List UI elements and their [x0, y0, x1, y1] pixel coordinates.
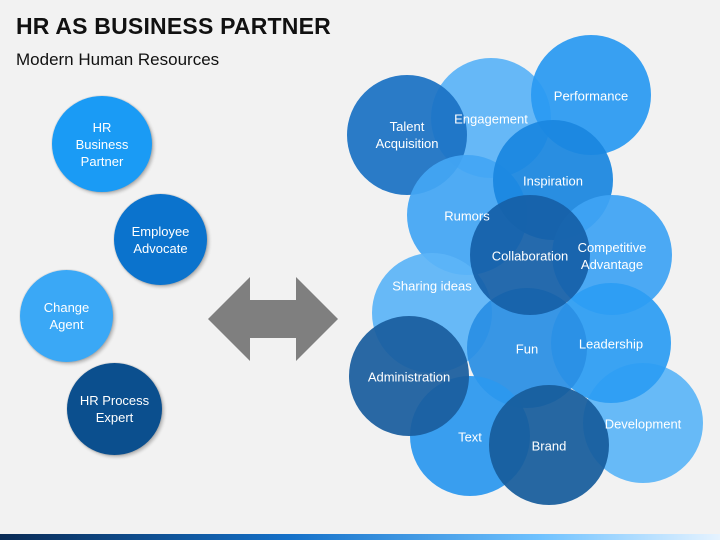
role-hr-business-partner: HR Business Partner: [52, 96, 152, 192]
bubble-label-text: Text: [458, 430, 482, 445]
bubble-label-sharing-ideas: Sharing ideas: [392, 279, 472, 294]
bubble-collaboration: [470, 195, 590, 315]
bubble-brand: [489, 385, 609, 505]
bubble-label-collaboration: Collaboration: [492, 249, 569, 264]
page-title: HR AS BUSINESS PARTNER: [16, 13, 331, 39]
role-change-agent: Change Agent: [20, 270, 113, 362]
bubble-label-development: Development: [605, 417, 682, 432]
bubble-label-fun: Fun: [516, 342, 538, 357]
bubble-label-rumors: Rumors: [444, 209, 490, 224]
bubble-label-engagement: Engagement: [454, 112, 528, 127]
footer-bar: [0, 534, 720, 540]
bubble-label-performance: Performance: [554, 89, 628, 104]
bubble-competitive-advantage: [552, 195, 672, 315]
bubble-label-inspiration: Inspiration: [523, 174, 583, 189]
page-subtitle: Modern Human Resources: [16, 50, 220, 69]
bubble-label-administration: Administration: [368, 370, 450, 385]
bubble-label-leadership: Leadership: [579, 337, 643, 352]
bubble-administration: [349, 316, 469, 436]
bubble-label-brand: Brand: [532, 439, 567, 454]
role-hr-process-expert: HR Process Expert: [67, 363, 162, 455]
double-arrow-icon: [208, 277, 338, 361]
role-employee-advocate: Employee Advocate: [114, 194, 207, 285]
bubble-fun: [467, 288, 587, 408]
